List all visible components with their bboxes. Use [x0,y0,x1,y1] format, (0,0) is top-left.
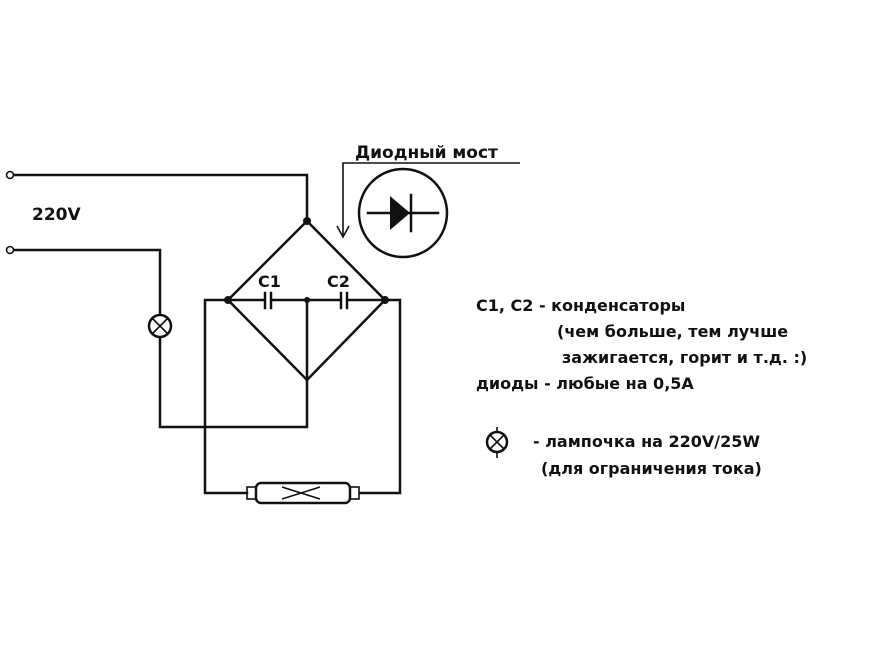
note-diodes: диоды - любые на 0,5А [476,374,694,393]
bridge-node-top [303,217,311,225]
lamp-icon [147,313,173,339]
output-wire-right [358,298,402,495]
c2-label: C2 [327,272,350,291]
terminal-icon [5,245,15,255]
note-capacitors: C1, C2 - конденсаторы [476,296,685,315]
c1-label: C1 [258,272,281,291]
input-wire-top [12,173,309,223]
note-current-limit: (для ограничения тока) [541,459,762,478]
legend-lamp-icon [485,427,509,458]
bridge-pointer-arrow [336,225,350,239]
voltage-label: 220V [32,205,81,225]
note-lights-burns: зажигается, горит и т.д. :) [562,348,807,367]
terminal-icon [5,170,15,180]
fluorescent-tube-icon [246,481,360,505]
input-wire-bottom [12,248,162,316]
note-lamp: - лампочка на 220V/25W [533,432,760,451]
lamp-to-bridge-wire [158,336,309,429]
bridge-title: Диодный мост [355,143,498,163]
capacitor-c1 [263,291,273,310]
bridge-pointer-line [342,162,520,235]
diode-symbol-icon [357,167,449,259]
note-more-better: (чем больше, тем лучше [557,322,788,341]
output-wire-left [203,298,249,495]
capacitor-c2 [339,291,349,310]
